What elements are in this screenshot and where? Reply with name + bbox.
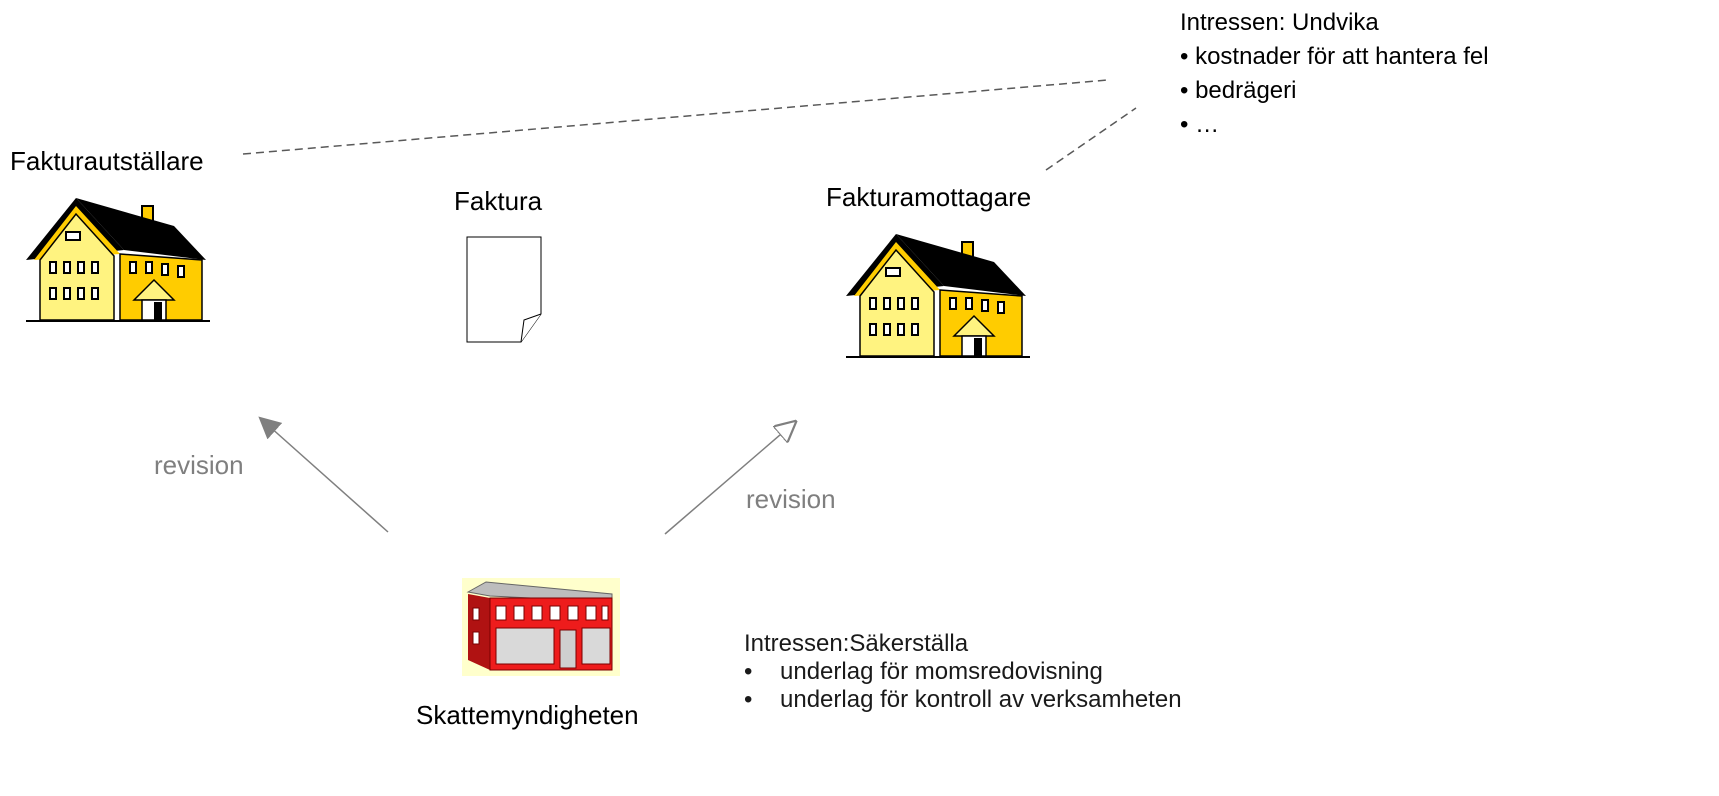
interests-top-panel: Intressen: Undvika kostnader för att han… bbox=[1180, 6, 1489, 142]
invoice-document-icon bbox=[466, 236, 542, 343]
revision-label-left: revision bbox=[154, 450, 244, 480]
interests-top-list: kostnader för att hantera fel bedrägeri … bbox=[1180, 40, 1489, 142]
dashed-line-issuer bbox=[242, 79, 1109, 155]
interests-bottom-panel: Intressen:Säkerställa underlag för momsr… bbox=[744, 630, 1182, 714]
issuer-house-icon bbox=[26, 198, 210, 322]
receiver-label: Fakturamottagare bbox=[826, 182, 1032, 212]
revision-label-right: revision bbox=[746, 484, 836, 514]
dashed-line-receiver bbox=[1045, 107, 1137, 171]
authority-label: Skattemyndigheten bbox=[416, 700, 639, 730]
revision-arrow-left bbox=[258, 416, 389, 533]
interests-top-heading: Intressen: Undvika bbox=[1180, 9, 1379, 36]
invoice-label: Faktura bbox=[454, 186, 543, 216]
interests-bottom-heading: Intressen:Säkerställa bbox=[744, 630, 969, 657]
list-item: underlag för kontroll av verksamheten bbox=[744, 686, 1182, 714]
interests-bottom-list: underlag för momsredovisning underlag fö… bbox=[744, 658, 1182, 714]
list-item: kostnader för att hantera fel bbox=[1180, 40, 1489, 74]
list-item: … bbox=[1180, 108, 1489, 142]
revision-arrow-right bbox=[664, 422, 795, 535]
authority-building-icon bbox=[462, 578, 620, 676]
issuer-label: Fakturautställare bbox=[10, 146, 204, 176]
receiver-house-icon bbox=[846, 234, 1030, 358]
list-item: underlag för momsredovisning bbox=[744, 658, 1182, 686]
list-item: bedrägeri bbox=[1180, 74, 1489, 108]
